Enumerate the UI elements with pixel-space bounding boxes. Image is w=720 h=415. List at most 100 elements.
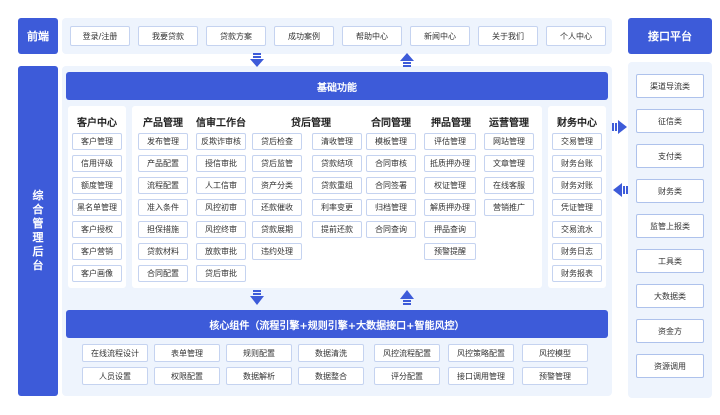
base-item[interactable]: 授信审批 xyxy=(196,155,246,172)
base-item[interactable]: 发布管理 xyxy=(138,133,188,150)
base-item[interactable]: 黑名单管理 xyxy=(72,199,122,216)
frontend-item[interactable]: 贷款方案 xyxy=(206,26,266,46)
interface-item[interactable]: 工具类 xyxy=(636,249,704,273)
base-item[interactable]: 提前还款 xyxy=(312,221,362,238)
up-arrow-core xyxy=(400,290,414,305)
core-item[interactable]: 数据清洗 xyxy=(298,344,364,362)
base-item[interactable]: 还款催收 xyxy=(252,199,302,216)
base-item[interactable]: 合同查询 xyxy=(366,221,416,238)
core-item[interactable]: 风控模型 xyxy=(522,344,588,362)
base-item[interactable]: 风控初审 xyxy=(196,199,246,216)
core-item[interactable]: 人员设置 xyxy=(82,367,148,385)
base-item[interactable]: 贷款材料 xyxy=(138,243,188,260)
interface-item[interactable]: 渠道导流类 xyxy=(636,74,704,98)
base-item[interactable]: 人工信审 xyxy=(196,177,246,194)
interface-item[interactable]: 财务类 xyxy=(636,179,704,203)
column-title: 运营管理 xyxy=(489,118,529,129)
base-item[interactable]: 贷款展期 xyxy=(252,221,302,238)
frontend-item[interactable]: 新闻中心 xyxy=(410,26,470,46)
base-item[interactable]: 清收管理 xyxy=(312,133,362,150)
base-item[interactable]: 预警提醒 xyxy=(424,243,476,260)
base-item[interactable]: 贷款结项 xyxy=(312,155,362,172)
base-item[interactable]: 资产分类 xyxy=(252,177,302,194)
base-item[interactable]: 准入条件 xyxy=(138,199,188,216)
down-arrow-core xyxy=(250,290,264,305)
base-item[interactable]: 风控终审 xyxy=(196,221,246,238)
base-item[interactable]: 贷后监管 xyxy=(252,155,302,172)
base-item[interactable]: 文章管理 xyxy=(484,155,534,172)
base-item[interactable]: 在线客服 xyxy=(484,177,534,194)
interface-item[interactable]: 支付类 xyxy=(636,144,704,168)
core-item[interactable]: 风控流程配置 xyxy=(374,344,440,362)
right-arrow-interface xyxy=(612,120,627,134)
base-item[interactable]: 网站管理 xyxy=(484,133,534,150)
core-item[interactable]: 预警管理 xyxy=(522,367,588,385)
backend-label-char: 综 xyxy=(32,189,44,202)
base-item[interactable]: 客户营销 xyxy=(72,243,122,260)
core-item[interactable]: 风控策略配置 xyxy=(448,344,514,362)
frontend-item[interactable]: 登录/注册 xyxy=(70,26,130,46)
base-item[interactable]: 放款审批 xyxy=(196,243,246,260)
backend-label-char: 合 xyxy=(32,203,44,216)
backend-label-char: 理 xyxy=(32,231,44,244)
frontend-item[interactable]: 帮助中心 xyxy=(342,26,402,46)
frontend-item[interactable]: 个人中心 xyxy=(546,26,606,46)
base-item[interactable]: 财务日志 xyxy=(552,243,602,260)
column-title: 贷后管理 xyxy=(291,118,331,129)
base-item[interactable]: 合同审核 xyxy=(366,155,416,172)
core-item[interactable]: 规则配置 xyxy=(226,344,292,362)
interface-item[interactable]: 资源调用 xyxy=(636,354,704,378)
left-arrow-interface xyxy=(613,183,628,197)
interface-item[interactable]: 大数据类 xyxy=(636,284,704,308)
base-item[interactable]: 客户画像 xyxy=(72,265,122,282)
base-item[interactable]: 违约处理 xyxy=(252,243,302,260)
column-title: 信审工作台 xyxy=(196,118,246,129)
base-item[interactable]: 客户管理 xyxy=(72,133,122,150)
base-item[interactable]: 权证管理 xyxy=(424,177,476,194)
base-item[interactable]: 合同签署 xyxy=(366,177,416,194)
column-title: 合同管理 xyxy=(371,118,411,129)
interface-title: 接口平台 xyxy=(628,18,712,54)
base-item[interactable]: 贷后检查 xyxy=(252,133,302,150)
core-item[interactable]: 数据整合 xyxy=(298,367,364,385)
interface-item[interactable]: 监管上报类 xyxy=(636,214,704,238)
core-item[interactable]: 权限配置 xyxy=(154,367,220,385)
core-item[interactable]: 数据解析 xyxy=(226,367,292,385)
backend-label-char: 台 xyxy=(32,259,44,272)
base-item[interactable]: 模板管理 xyxy=(366,133,416,150)
base-item[interactable]: 产品配置 xyxy=(138,155,188,172)
base-item[interactable]: 贷款重组 xyxy=(312,177,362,194)
base-item[interactable]: 财务对账 xyxy=(552,177,602,194)
interface-item[interactable]: 资金方 xyxy=(636,319,704,343)
base-item[interactable]: 交易流水 xyxy=(552,221,602,238)
base-item[interactable]: 凭证管理 xyxy=(552,199,602,216)
base-item[interactable]: 客户授权 xyxy=(72,221,122,238)
core-item[interactable]: 评分配置 xyxy=(374,367,440,385)
base-item[interactable]: 利率变更 xyxy=(312,199,362,216)
base-item[interactable]: 评估管理 xyxy=(424,133,476,150)
base-item[interactable]: 押品查询 xyxy=(424,221,476,238)
base-item[interactable]: 财务报表 xyxy=(552,265,602,282)
base-item[interactable]: 流程配置 xyxy=(138,177,188,194)
core-item[interactable]: 表单管理 xyxy=(154,344,220,362)
base-item[interactable]: 合同配置 xyxy=(138,265,188,282)
frontend-item[interactable]: 关于我们 xyxy=(478,26,538,46)
base-item[interactable]: 财务台账 xyxy=(552,155,602,172)
frontend-item[interactable]: 我要贷款 xyxy=(138,26,198,46)
base-item[interactable]: 担保措施 xyxy=(138,221,188,238)
base-item[interactable]: 解质押办理 xyxy=(424,199,476,216)
core-item[interactable]: 在线流程设计 xyxy=(82,344,148,362)
base-item[interactable]: 贷后审批 xyxy=(196,265,246,282)
frontend-item[interactable]: 成功案例 xyxy=(274,26,334,46)
base-item[interactable]: 交易管理 xyxy=(552,133,602,150)
backend-label-char: 后 xyxy=(32,245,44,258)
base-item[interactable]: 信用评级 xyxy=(72,155,122,172)
interface-item[interactable]: 征信类 xyxy=(636,109,704,133)
base-item[interactable]: 归档管理 xyxy=(366,199,416,216)
column-title: 客户中心 xyxy=(77,118,117,129)
core-item[interactable]: 接口调用管理 xyxy=(448,367,514,385)
base-item[interactable]: 抵质押办理 xyxy=(424,155,476,172)
base-item[interactable]: 营销推广 xyxy=(484,199,534,216)
base-item[interactable]: 额度管理 xyxy=(72,177,122,194)
base-item[interactable]: 反欺诈审核 xyxy=(196,133,246,150)
